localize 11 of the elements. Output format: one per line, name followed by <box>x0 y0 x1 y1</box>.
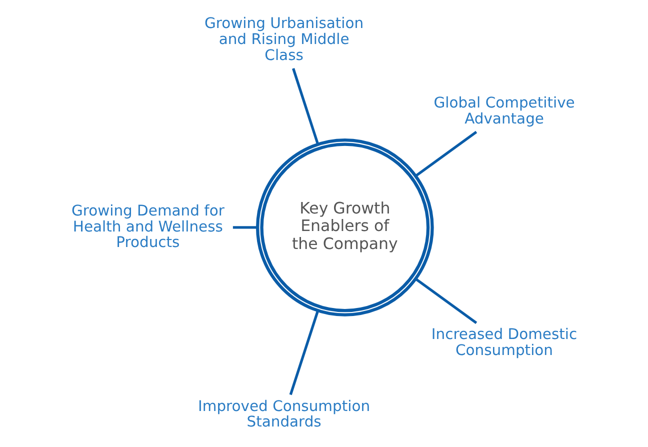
node-circle: Key Growth Enablers of the Company <box>256 138 434 316</box>
connector <box>292 68 320 145</box>
connector <box>289 310 320 396</box>
node-text: Increased Domestic Consumption <box>431 326 578 360</box>
node-text: Improved Consumption Standards <box>198 398 370 431</box>
node-text: Growing Urbanisation and Rising Middle Class <box>204 15 364 64</box>
node-text: Global Competitive Advantage <box>434 94 575 128</box>
node-text: Growing Demand for Health and Wellness Products <box>71 202 224 252</box>
connector <box>414 278 478 324</box>
connector <box>414 130 478 178</box>
connector <box>232 226 258 229</box>
